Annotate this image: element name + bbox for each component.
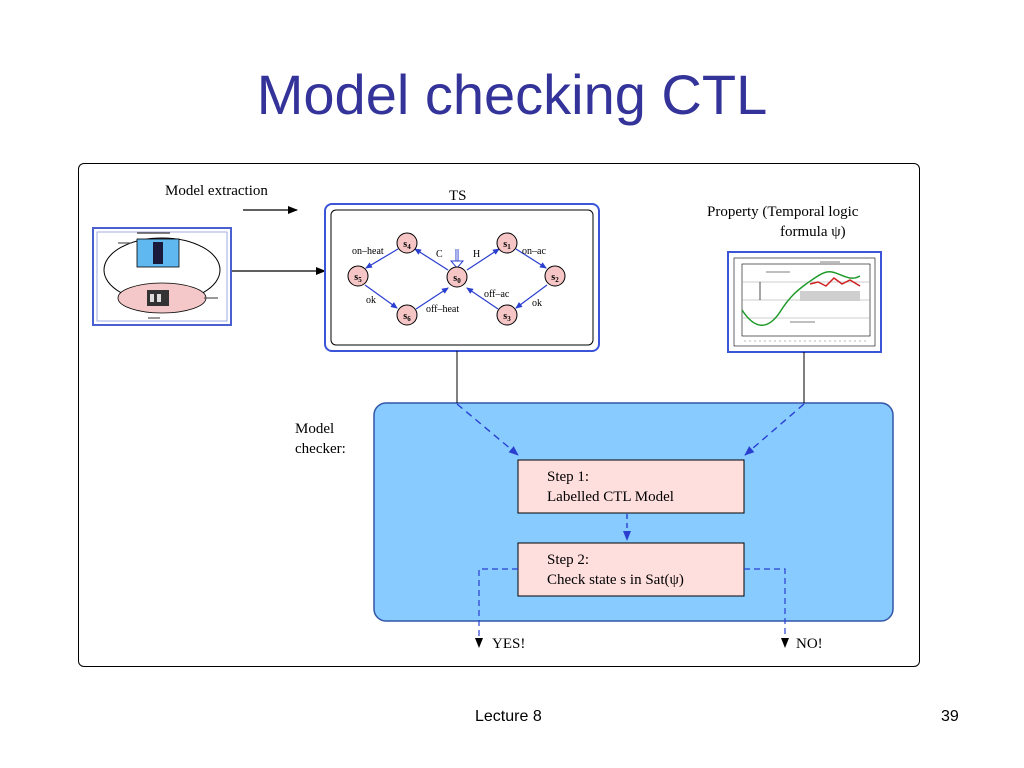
label-off-heat: off–heat bbox=[426, 304, 459, 315]
yes-label: YES! bbox=[492, 636, 525, 652]
step1-label-line2: Labelled CTL Model bbox=[547, 489, 674, 505]
svg-text:s0: s0 bbox=[453, 273, 461, 285]
label-ok-right: ok bbox=[532, 298, 542, 309]
label-c: C bbox=[436, 249, 443, 260]
label-on-ac: on–ac bbox=[522, 246, 546, 257]
step2-label-line1: Step 2: bbox=[547, 552, 589, 568]
svg-text:s5: s5 bbox=[354, 272, 362, 284]
no-label: NO! bbox=[796, 636, 823, 652]
state-s0: s0 bbox=[446, 266, 468, 288]
property-plot-thumbnail bbox=[727, 251, 882, 353]
label-on-heat: on–heat bbox=[352, 246, 384, 257]
yes-outcome-line bbox=[478, 568, 518, 640]
model-checker-label-line2: checker: bbox=[295, 441, 346, 457]
no-outcome-line bbox=[744, 568, 786, 640]
step1-label-line1: Step 1: bbox=[547, 469, 589, 485]
label-off-ac: off–ac bbox=[484, 289, 510, 300]
initial-state-arrow bbox=[449, 249, 465, 269]
ts-edges bbox=[364, 248, 548, 310]
label-h: H bbox=[473, 249, 480, 260]
model-extraction-label: Model extraction bbox=[165, 183, 268, 199]
ts-states: s4 s5 s0 s1 s2 s6 s3 bbox=[347, 232, 566, 326]
ts-to-step1-arrow bbox=[456, 403, 519, 456]
step2-box bbox=[517, 542, 745, 597]
footer-lecture: Lecture 8 bbox=[475, 708, 542, 725]
ts-edge-labels: on–heat C H on–ac off–ac ok ok off–heat bbox=[352, 246, 546, 315]
state-s6: s6 bbox=[396, 304, 418, 326]
property-label-line1: Property (Temporal logic bbox=[707, 204, 859, 220]
state-s4: s4 bbox=[396, 232, 418, 254]
state-s1: s1 bbox=[496, 232, 518, 254]
svg-text:s3: s3 bbox=[503, 311, 511, 323]
page-number: 39 bbox=[941, 708, 959, 725]
state-s5: s5 bbox=[347, 265, 369, 287]
diagram-frame bbox=[78, 163, 920, 667]
label-ok-left: ok bbox=[366, 295, 376, 306]
ts-label: TS bbox=[449, 188, 467, 204]
no-arrowhead bbox=[781, 638, 789, 648]
yes-arrowhead bbox=[475, 638, 483, 648]
svg-text:s1: s1 bbox=[503, 239, 511, 251]
step1-box bbox=[517, 459, 745, 514]
model-checker-label-line1: Model bbox=[295, 421, 334, 437]
slide-title: Model checking CTL bbox=[256, 63, 768, 126]
svg-text:s2: s2 bbox=[551, 272, 559, 284]
step2-label-line2: Check state s in Sat(ψ) bbox=[547, 572, 684, 588]
state-s2: s2 bbox=[544, 265, 566, 287]
system-thumbnail bbox=[92, 227, 232, 326]
property-to-step1-arrow bbox=[744, 403, 805, 456]
svg-text:s6: s6 bbox=[403, 311, 411, 323]
property-label-line2: formula ψ) bbox=[780, 224, 846, 240]
state-s3: s3 bbox=[496, 304, 518, 326]
svg-text:s4: s4 bbox=[403, 239, 411, 251]
